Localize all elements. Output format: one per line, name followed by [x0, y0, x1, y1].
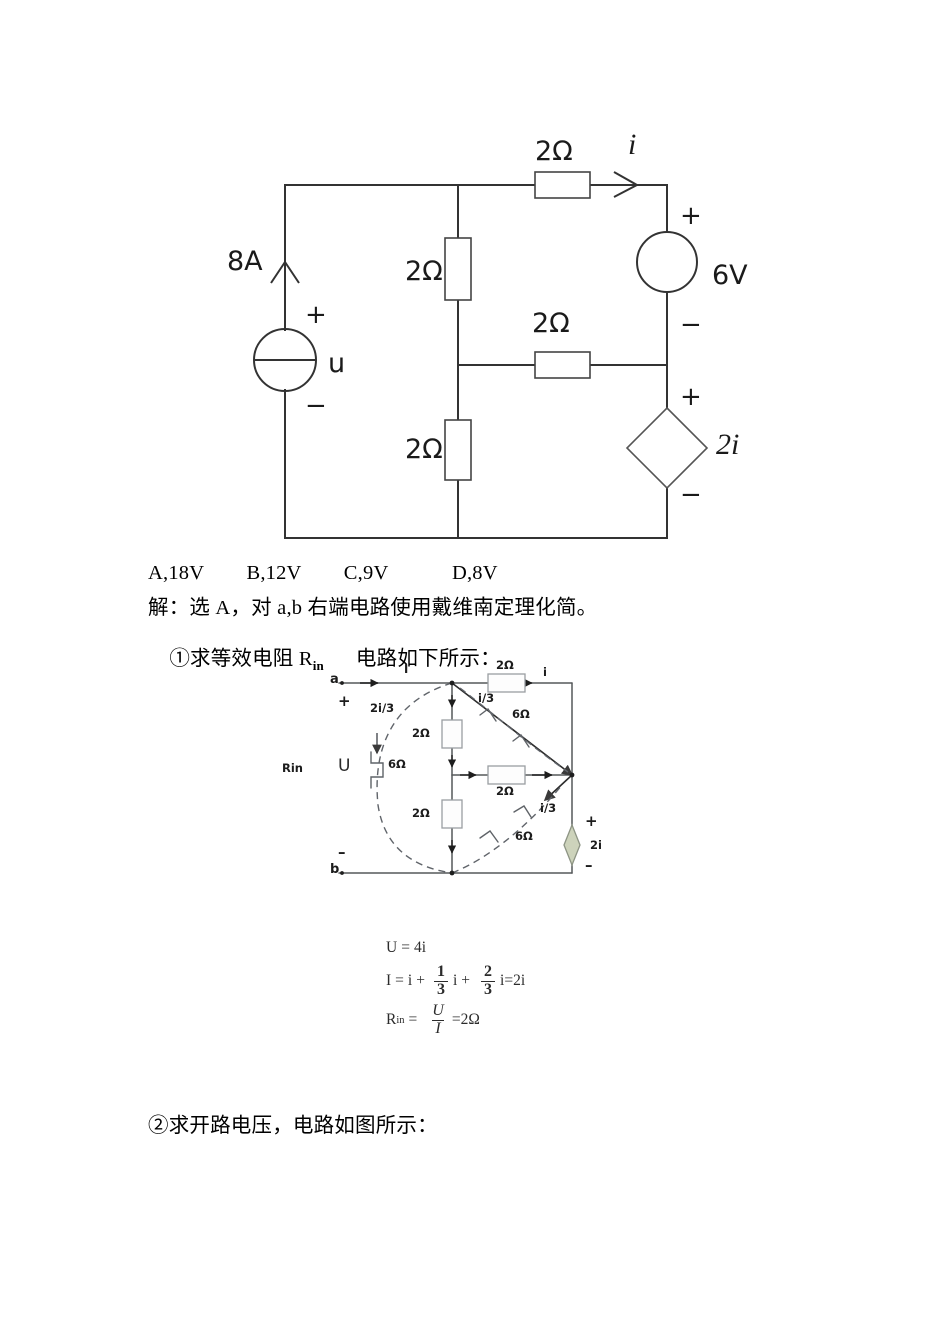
eq2-frac1-denominator: 3 — [433, 980, 448, 999]
eq2-tail: =2i — [504, 972, 526, 989]
voltage-source-plus-sign: + — [680, 201, 702, 231]
zigzag-top-6ohm-b — [512, 733, 530, 748]
eq2-frac1-numerator: 1 — [436, 962, 445, 980]
solution-line: 解：选 A，对 a,b 右端电路使用戴维南定理化简。 — [148, 597, 598, 619]
eq2-fraction-2: 2 3 — [481, 962, 496, 999]
answer-options-line: A,18V B,12V C,9V D,8V — [148, 562, 498, 584]
dependent-source-plus-sign: + — [680, 382, 702, 412]
branch-i3-top-label: i/3 — [478, 691, 495, 705]
current-source-symbol — [253, 328, 317, 392]
resistor-lower-box — [441, 799, 463, 829]
r2-lower-label: 2Ω — [412, 806, 430, 820]
dependent-source-diamond — [625, 406, 709, 490]
r6-left-label: 6Ω — [388, 757, 406, 771]
zigzag-top-6ohm-a — [479, 707, 497, 722]
eq2-fraction-1: 1 3 — [433, 962, 448, 999]
resistor-mid-box — [487, 765, 526, 785]
terminal-plus-sign: + — [338, 692, 351, 710]
eq3-fraction: U I — [429, 1001, 447, 1038]
voltage-U-label: U — [338, 756, 351, 776]
resistor-top-box — [534, 171, 591, 199]
eq3-subscript: in — [396, 1014, 405, 1026]
step1-subscript: in — [312, 658, 324, 674]
branch-i3-bottom-label: i/3 — [540, 801, 557, 815]
current-i-label: i — [628, 128, 637, 161]
current-source-minus-sign: − — [305, 391, 327, 421]
resistor-mid-lower-box — [444, 419, 472, 481]
step2-line: ②求开路电压，电路如图所示： — [148, 1115, 438, 1137]
current-source-value-label: 8A — [227, 246, 263, 277]
resistor-mid-upper-box — [444, 237, 472, 301]
resistor-mid-upper-value-label: 2Ω — [405, 256, 443, 287]
resistor-upper-box — [441, 719, 463, 749]
eq2-frac1-var: i — [452, 972, 458, 989]
eq3-tail: =2Ω — [451, 1011, 480, 1028]
main-circuit-svg — [253, 171, 709, 539]
current-I-label: I — [404, 662, 409, 676]
current-i-label: i — [543, 665, 547, 679]
eq3-equals: = — [408, 1011, 418, 1028]
r6-bottom-label: 6Ω — [515, 829, 533, 843]
branch-i3-bottom-solid — [543, 774, 573, 802]
dependent-source-plus-sign: + — [585, 812, 598, 830]
equation-1: U = 4i — [386, 938, 646, 958]
zigzag-bottom-6ohm-b — [513, 805, 532, 818]
equivalent-resistance-figure: a b Rin U + – I i 2i/3 6Ω i/3 6Ω i/3 6Ω … — [282, 655, 645, 895]
resistor-mid-horiz-box — [534, 351, 591, 379]
zigzag-bottom-6ohm-a — [479, 830, 499, 843]
resistor-top-box — [487, 673, 526, 693]
eq2-plus-1: + — [416, 972, 425, 989]
current-direction-arrow — [270, 261, 300, 284]
r2-mid-label: 2Ω — [496, 784, 514, 798]
dependent-source-minus-sign: − — [680, 480, 702, 510]
dependent-source-value-label: 2i — [716, 428, 740, 461]
eq2-frac2-var: i — [500, 972, 505, 989]
r6-top-label: 6Ω — [512, 707, 530, 721]
eq2-equals: = — [395, 972, 404, 989]
dependent-source-value-label: 2i — [590, 838, 602, 852]
eq2-plus-2: + — [461, 972, 471, 989]
r2-upper-label: 2Ω — [412, 726, 430, 740]
eq2-term1: i — [407, 972, 413, 989]
eq3-frac-denominator: I — [432, 1019, 444, 1038]
main-circuit-diagram: 8A + − u 2Ω i 2Ω 2Ω 2Ω + 6V − + 2i − — [0, 0, 950, 600]
node-dots — [340, 680, 575, 876]
zigzag-left-6ohm — [370, 751, 384, 789]
resistor-mid-lower-value-label: 2Ω — [405, 434, 443, 465]
voltage-source-symbol — [636, 231, 698, 293]
eq1-equals: = — [401, 939, 410, 956]
terminal-minus-sign: – — [338, 843, 346, 861]
current-i-arrow — [613, 171, 638, 198]
r2-top-label: 2Ω — [496, 658, 514, 672]
eq3-lhs: R — [386, 1011, 397, 1028]
voltage-source-value-label: 6V — [712, 260, 748, 291]
eq3-frac-numerator: U — [432, 1001, 444, 1019]
dashed-bottom-6ohm-arc — [451, 784, 563, 874]
eq2-frac2-denominator: 3 — [481, 980, 496, 999]
dependent-source-minus-sign: – — [585, 856, 593, 874]
current-source-plus-sign: + — [305, 300, 327, 330]
branch-2i3-label: 2i/3 — [370, 701, 395, 715]
rin-label: Rin — [282, 761, 303, 775]
small-circuit-svg — [338, 673, 581, 876]
resistor-mid-horiz-value-label: 2Ω — [532, 308, 570, 339]
voltage-source-minus-sign: − — [680, 310, 702, 340]
node-b-label: b — [330, 862, 340, 877]
equation-2: I = i + 1 3 i + 2 3 i =2i — [386, 962, 646, 999]
dependent-source-diamond — [563, 823, 581, 867]
resistor-top-value-label: 2Ω — [535, 136, 573, 167]
eq1-lhs: U — [386, 939, 398, 956]
voltage-u-label: u — [328, 348, 346, 379]
node-a-label: a — [330, 672, 339, 687]
eq1-rhs: 4i — [413, 939, 427, 956]
step1-line: ①求等效电阻 Rin 电路如下所示： — [148, 618, 501, 697]
eq2-frac2-numerator: 2 — [484, 962, 493, 980]
eq2-lhs: I — [386, 972, 392, 989]
step1-suffix: 电路如下所示： — [323, 648, 501, 670]
step1-prefix: ①求等效电阻 R — [169, 648, 313, 670]
dashed-left-6ohm-arc — [376, 682, 453, 874]
dashed-top-6ohm-arc — [459, 687, 569, 773]
